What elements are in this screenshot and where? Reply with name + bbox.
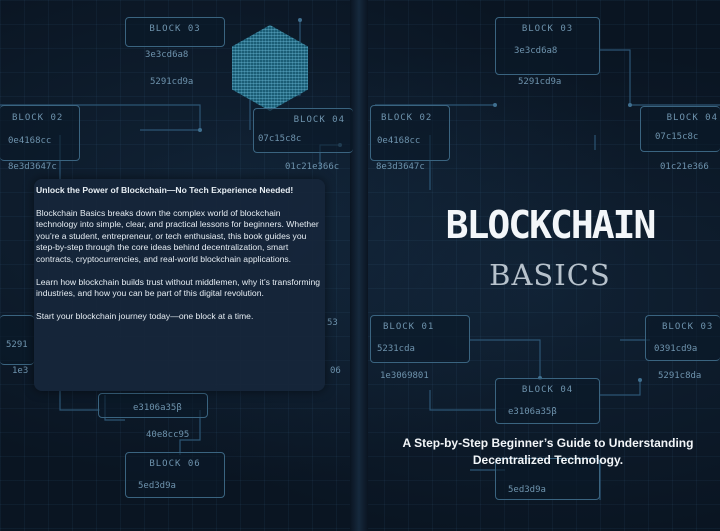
block-label: BLOCK 04 (666, 113, 718, 123)
block-hash: 5291 (6, 340, 28, 350)
block-prev-hash: 01c21e366c (285, 162, 340, 172)
block-hash: 0e4168cc (8, 136, 52, 146)
block-label: BLOCK 03 (662, 322, 714, 332)
block-label: BLOCK 02 (381, 113, 433, 123)
block-hash: 5ed3d9a (508, 485, 546, 495)
back-cover-paragraph-3: Start your blockchain journey today—one … (36, 310, 254, 321)
block-hash: 0e4168cc (377, 136, 421, 146)
back-block-01-partial (0, 315, 34, 365)
front-block-03: BLOCK 03 3e3cd6a8 (495, 17, 600, 75)
block-prev-hash: 5291cd9a (518, 77, 562, 87)
block-hash: 3e3cd6a8 (145, 50, 189, 60)
block-label: BLOCK 03 (521, 24, 574, 34)
block-label-partial: 53 (327, 318, 338, 328)
back-block-02: BLOCK 02 0e4168cc (0, 105, 80, 161)
block-prev-hash: 8e3d3647c (376, 162, 425, 172)
block-label: BLOCK 01 (383, 322, 435, 332)
block-prev-hash: 01c21e366 (660, 162, 709, 172)
block-prev-hash: 5291cd9a (150, 77, 194, 87)
back-cover-description-panel: Unlock the Power of Blockchain—No Tech E… (34, 179, 325, 391)
block-hash: 0391cd9a (654, 344, 698, 354)
book-spine (350, 0, 368, 531)
block-label: BLOCK 04 (521, 385, 574, 395)
book-title: BLOCKCHAIN (445, 203, 657, 247)
block-label: BLOCK 04 (293, 115, 345, 125)
block-hash: e3106a35β (508, 407, 557, 417)
back-block-04: BLOCK 04 07c15c8c (253, 108, 353, 153)
back-cover-paragraph-2: Learn how blockchain builds trust withou… (36, 276, 321, 299)
back-block-06: BLOCK 06 5ed3d9a (125, 452, 225, 498)
back-cover-paragraph-1: Blockchain Basics breaks down the comple… (36, 207, 319, 264)
block-prev-hash: 40e8cc95 (146, 430, 190, 440)
block-hash: 07c15c8c (655, 132, 699, 142)
back-block-03: BLOCK 03 (125, 17, 225, 47)
front-block-04b: BLOCK 04 e3106a35β (495, 378, 600, 424)
block-hash: 3e3cd6a8 (514, 46, 558, 56)
book-tagline: A Step-by-Step Beginner’s Guide to Under… (402, 436, 694, 467)
back-block-mid (98, 393, 208, 418)
block-hash: e3106a35β (133, 403, 182, 413)
back-cover-headline: Unlock the Power of Blockchain—No Tech E… (36, 185, 294, 195)
block-prev-hash: 8e3d3647c (8, 162, 57, 172)
book-subtitle: BASICS (489, 258, 611, 292)
block-hash: 5ed3d9a (138, 481, 176, 491)
front-block-03b: BLOCK 03 0391cd9a (645, 315, 720, 361)
block-prev-hash: 5291c8da (658, 371, 702, 381)
block-hash: 07c15c8c (258, 134, 302, 144)
block-label: BLOCK 06 (149, 459, 201, 469)
block-hash-partial: 06 (330, 366, 341, 376)
front-block-06: 5ed3d9a (495, 458, 600, 500)
block-label: BLOCK 02 (12, 113, 64, 123)
block-prev-hash: 1e3 (12, 366, 29, 376)
block-prev-hash: 1e3069801 (380, 371, 429, 381)
front-block-01: BLOCK 01 5231cda (370, 315, 470, 363)
front-block-04: BLOCK 04 07c15c8c (640, 106, 720, 152)
block-label: BLOCK 03 (149, 24, 201, 34)
front-block-02: BLOCK 02 0e4168cc (370, 105, 450, 161)
block-hash: 5231cda (377, 344, 415, 354)
